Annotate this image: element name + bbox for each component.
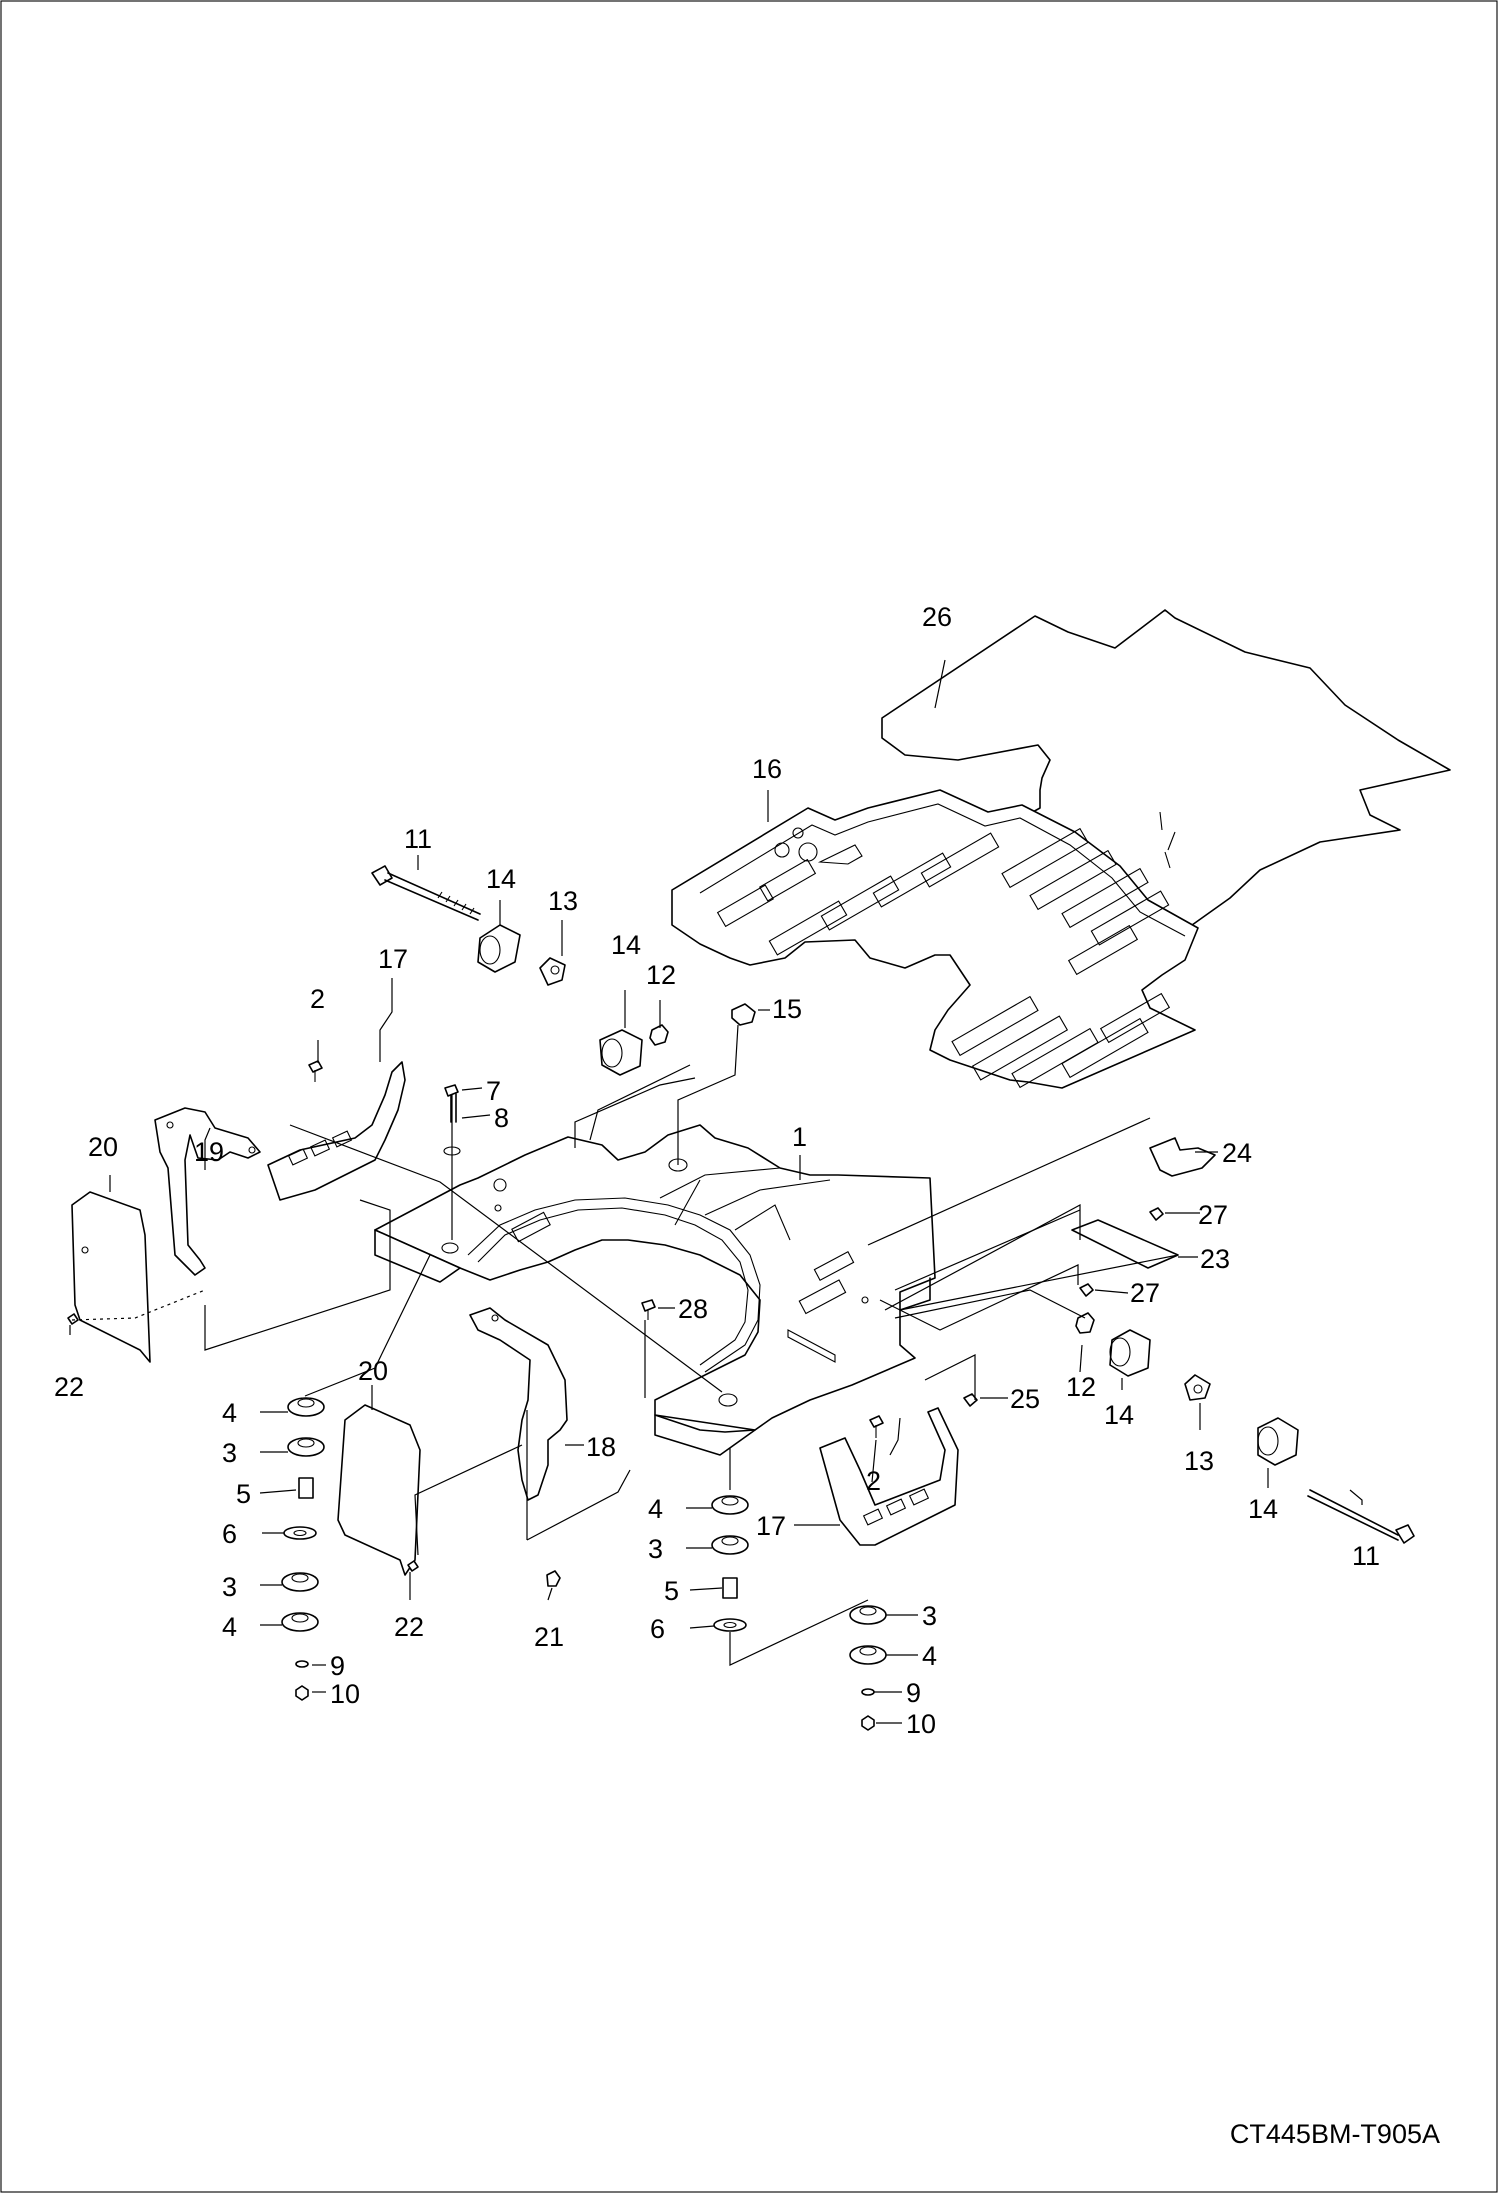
bolt-27-lower (1079, 1283, 1094, 1297)
screw-22-right (407, 1560, 419, 1572)
side-cover-20-right (337, 1404, 421, 1576)
callout-10-a: 10 (330, 1679, 360, 1709)
callout-2-lower: 2 (866, 1466, 881, 1496)
callout-18: 18 (586, 1432, 616, 1462)
bushing-14-c (1109, 1329, 1151, 1377)
callout-10-b: 10 (906, 1709, 936, 1739)
callout-14-d: 14 (1248, 1494, 1278, 1524)
callout-3-a: 3 (222, 1438, 237, 1468)
callout-1: 1 (792, 1122, 807, 1152)
bolt-7 (444, 1084, 459, 1123)
callout-25: 25 (1010, 1384, 1040, 1414)
side-cover-20-left (71, 1191, 151, 1363)
callout-4-a: 4 (222, 1398, 237, 1428)
callout-8: 8 (494, 1103, 509, 1133)
step-bracket-17-lower (819, 1407, 959, 1546)
callout-4-c: 4 (222, 1612, 237, 1642)
mount-stack-center (711, 1495, 749, 1632)
bushing-14-a (477, 924, 521, 973)
callout-23: 23 (1200, 1244, 1230, 1274)
bushing-14-b (599, 1029, 643, 1076)
mount-bolt-11-upper (371, 865, 481, 921)
callout-22-right: 22 (394, 1612, 424, 1642)
callout-21: 21 (534, 1622, 564, 1652)
callout-2-upper: 2 (310, 984, 325, 1014)
clamp-13-lower (1184, 1374, 1211, 1401)
callout-26: 26 (922, 602, 952, 632)
callout-9-a: 9 (330, 1651, 345, 1681)
callout-20-right: 20 (358, 1356, 388, 1386)
bolt-2-lower (869, 1415, 884, 1438)
callout-17-upper: 17 (378, 944, 408, 974)
callout-6-a: 6 (222, 1519, 237, 1549)
bolt-25 (963, 1393, 978, 1407)
callout-17-lower: 17 (756, 1511, 786, 1541)
callout-19: 19 (194, 1137, 224, 1167)
callout-24: 24 (1222, 1138, 1252, 1168)
clamp-13-upper (539, 957, 566, 986)
callout-28: 28 (678, 1294, 708, 1324)
plug-21 (546, 1570, 561, 1587)
bolt-2-upper (308, 1060, 323, 1082)
callout-15: 15 (772, 994, 802, 1024)
callout-12-lower: 12 (1066, 1372, 1096, 1402)
handle-bracket-19 (154, 1107, 261, 1276)
assembly-guide-lines (71, 1024, 1179, 1666)
callout-9-b: 9 (906, 1678, 921, 1708)
callout-27-upper: 27 (1198, 1200, 1228, 1230)
callout-20-left: 20 (88, 1132, 118, 1162)
callout-13-lower: 13 (1184, 1446, 1214, 1476)
nut-12-lower (1075, 1312, 1095, 1334)
callout-3-c: 3 (222, 1572, 237, 1602)
callout-4-d: 4 (922, 1641, 937, 1671)
drawing-id: CT445BM-T905A (1230, 2119, 1440, 2149)
callout-5-b: 5 (664, 1576, 679, 1606)
nut-12-upper (649, 1024, 669, 1046)
callout-14-c: 14 (1104, 1400, 1134, 1430)
callout-7: 7 (486, 1076, 501, 1106)
plate-24 (1149, 1137, 1216, 1177)
mount-bolt-11-lower (1307, 1489, 1415, 1544)
callout-3-b: 3 (648, 1534, 663, 1564)
base-frame-1 (374, 1124, 936, 1456)
callout-11-lower: 11 (1352, 1541, 1380, 1571)
callout-16: 16 (752, 754, 782, 784)
mount-stack-left (281, 1397, 325, 1701)
support-bracket-18 (469, 1307, 568, 1501)
callout-11-upper: 11 (404, 824, 432, 854)
callout-13-upper: 13 (548, 886, 578, 916)
callout-14-a: 14 (486, 864, 516, 894)
bolt-27-upper (1149, 1207, 1164, 1221)
bolt-28 (641, 1299, 656, 1320)
callout-12-upper: 12 (646, 960, 676, 990)
bushing-14-d (1257, 1417, 1299, 1466)
floor-plate-16 (671, 789, 1199, 1089)
callout-labels: 26 16 11 14 13 14 12 17 2 15 7 8 19 1 20… (54, 602, 1380, 1739)
callout-4-b: 4 (648, 1494, 663, 1524)
callout-6-b: 6 (650, 1614, 665, 1644)
callout-22-left: 22 (54, 1372, 84, 1402)
plate-23 (1071, 1219, 1179, 1269)
callout-14-b: 14 (611, 930, 641, 960)
nut-15 (731, 1003, 756, 1026)
callout-leaders (69, 659, 1363, 1724)
callout-5-a: 5 (236, 1479, 251, 1509)
callout-3-d: 3 (922, 1601, 937, 1631)
step-bracket-17-upper (267, 1061, 406, 1201)
callout-27-lower: 27 (1130, 1278, 1160, 1308)
mount-stack-right (849, 1605, 887, 1731)
screw-22-left (67, 1313, 79, 1325)
